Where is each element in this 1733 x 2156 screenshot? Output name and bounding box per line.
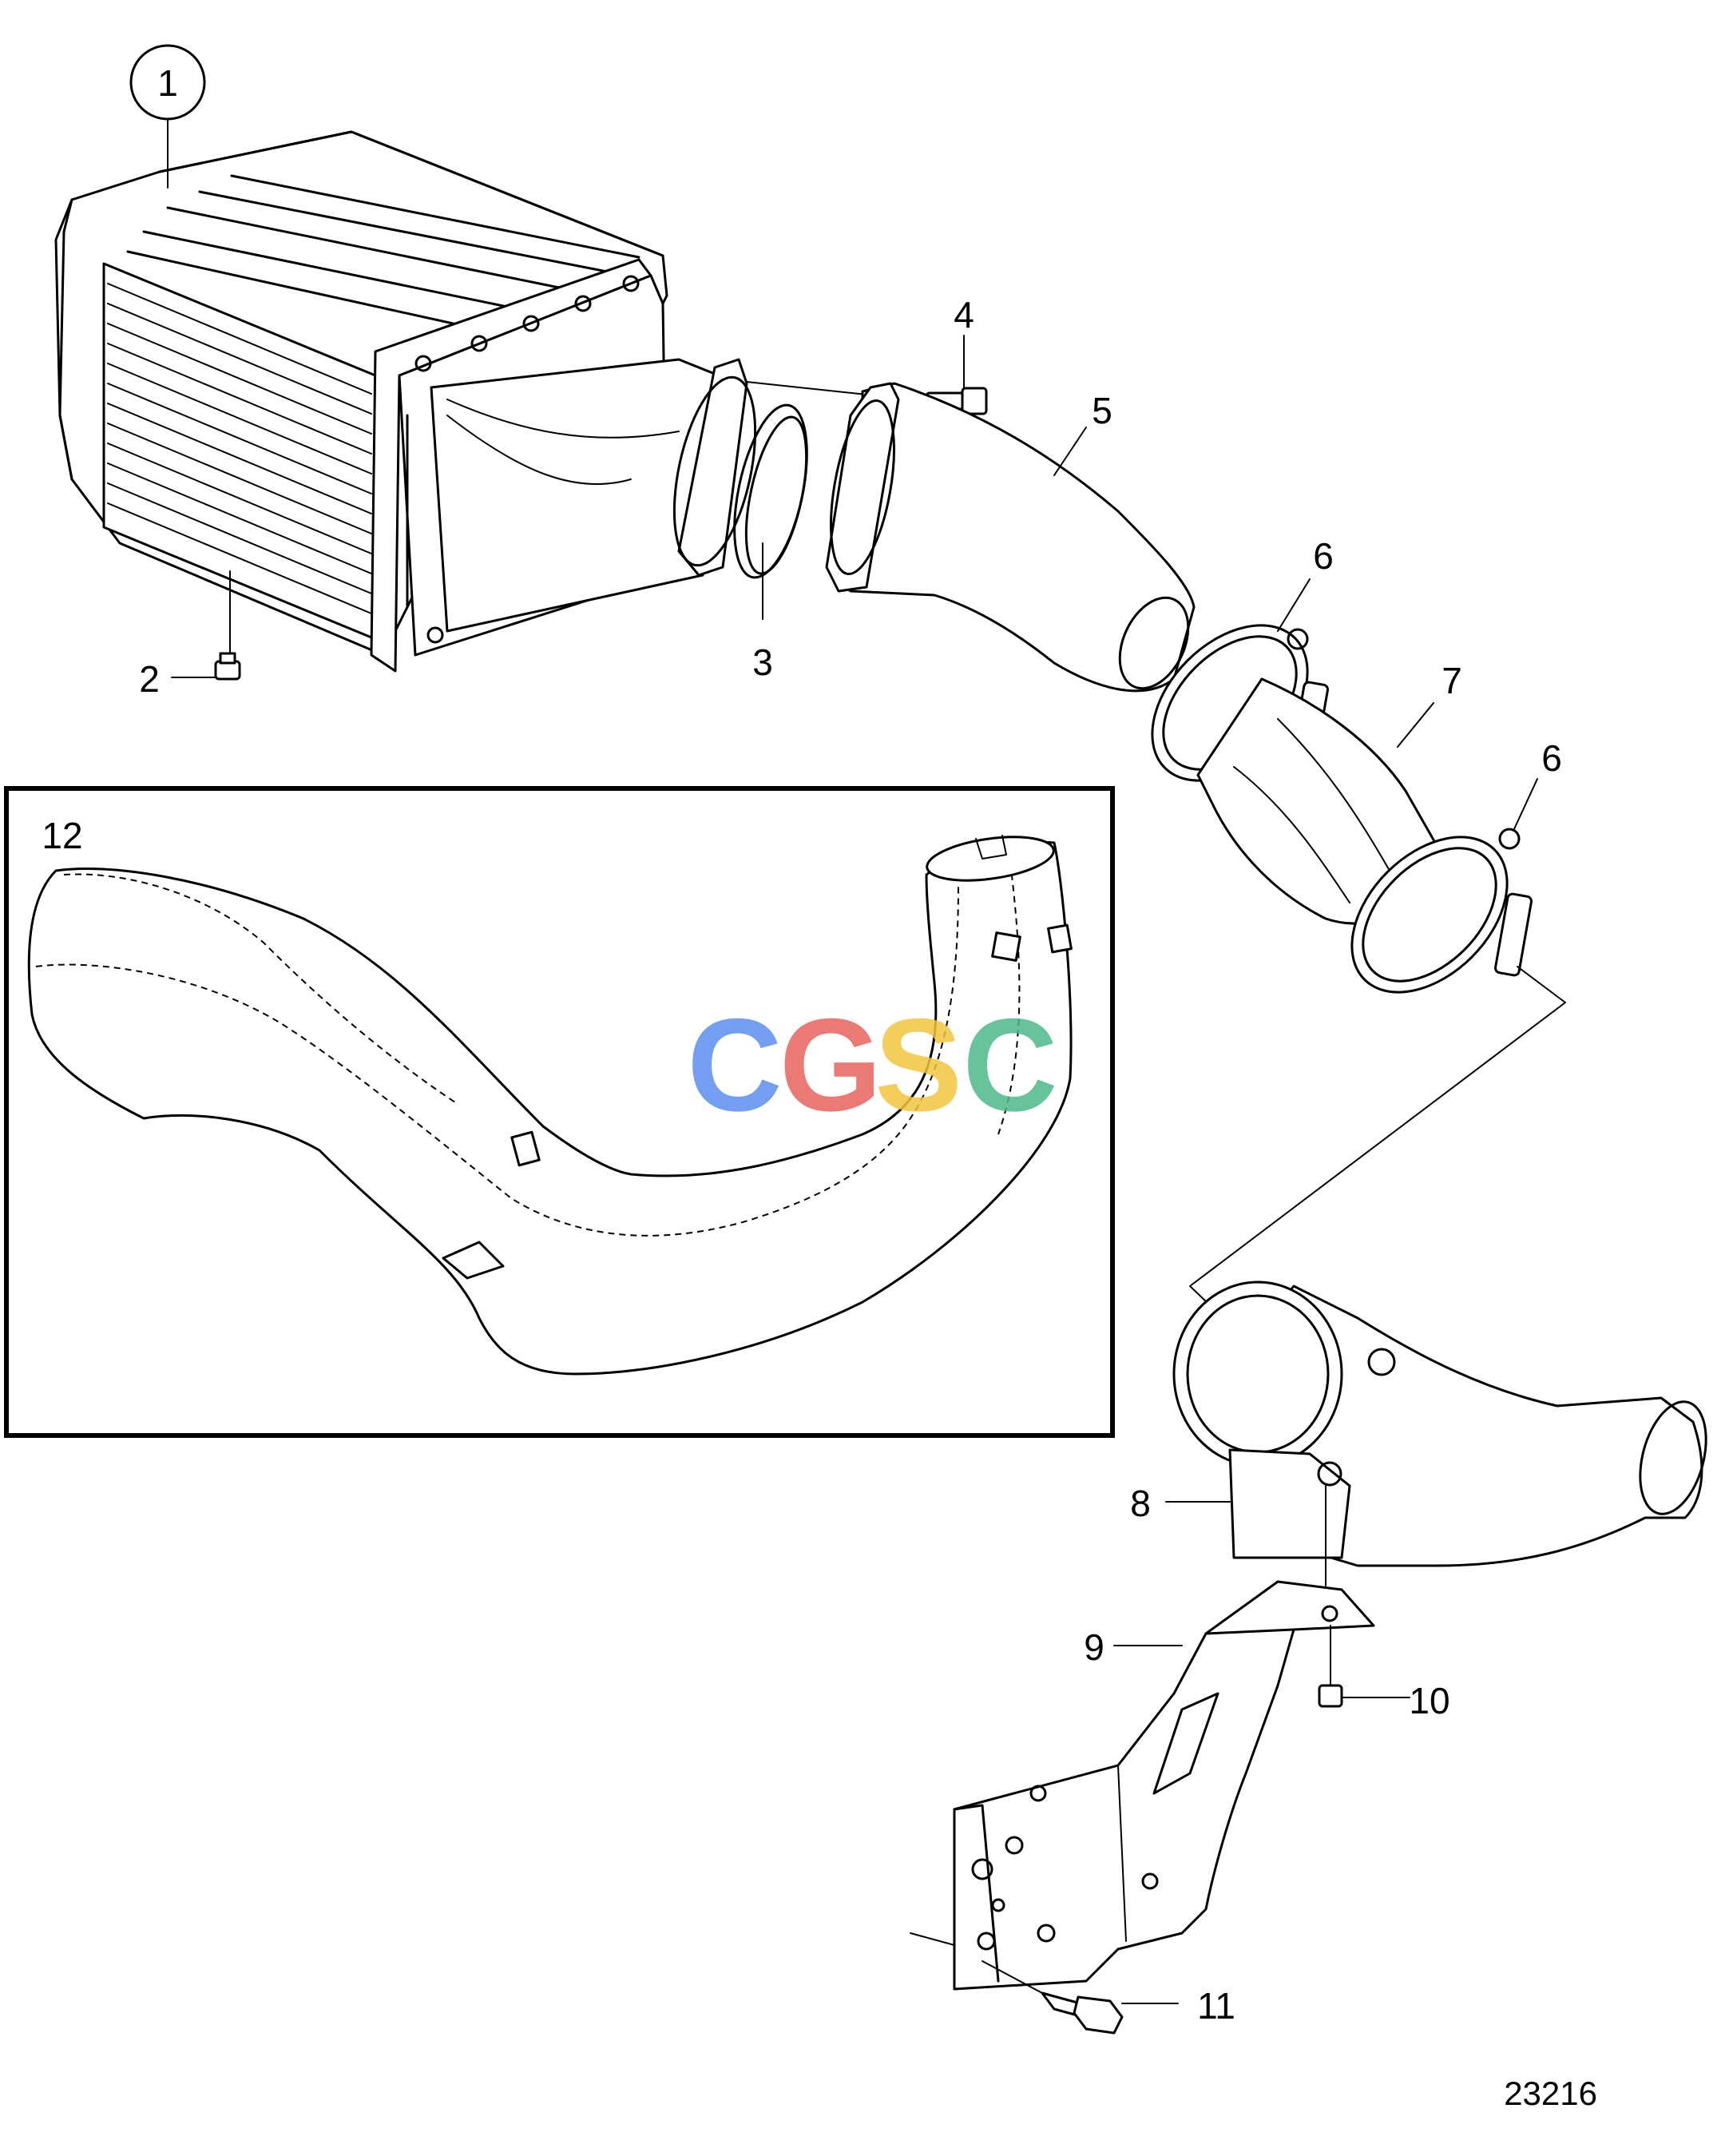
flange-and-o-ring xyxy=(672,358,808,579)
flange-bolts xyxy=(414,275,640,644)
leader-lines xyxy=(167,119,1538,2004)
callout-6-lower: 6 xyxy=(1541,737,1562,779)
intercooler xyxy=(54,130,720,673)
flange-screw-10 xyxy=(1318,1625,1343,1708)
watermark-letter-1: C xyxy=(687,991,782,1138)
callout-1-text: 1 xyxy=(157,62,178,104)
intercooler-fins xyxy=(107,283,372,614)
watermark-letter-4: C xyxy=(962,991,1057,1138)
callout-1-circle xyxy=(129,44,206,121)
callout-11: 11 xyxy=(1197,1985,1235,2027)
callout-12: 12 xyxy=(42,815,82,856)
inset-frame xyxy=(4,786,1115,1438)
inlet-pipe xyxy=(1172,1280,1707,1586)
callout-2: 2 xyxy=(139,658,160,700)
drain-plug-2 xyxy=(214,652,241,681)
callout-1: 1 xyxy=(129,44,206,121)
hex-bolt-11 xyxy=(982,1960,1124,2035)
mounting-bracket xyxy=(910,1580,1375,1991)
callout-5: 5 xyxy=(1092,390,1112,431)
watermark-letter-2: G xyxy=(779,991,882,1138)
drawing-number: 23216 xyxy=(1504,2075,1597,2112)
callout-9: 9 xyxy=(1084,1626,1104,1668)
inset-pipe xyxy=(27,840,1073,1376)
callout-4: 4 xyxy=(954,294,974,336)
callout-10: 10 xyxy=(1409,1680,1449,1721)
callout-8: 8 xyxy=(1130,1483,1151,1524)
watermark-letter-3: S xyxy=(874,991,962,1138)
hose-clamp-lower xyxy=(1350,828,1533,994)
callout-6-upper: 6 xyxy=(1313,535,1334,577)
callout-7: 7 xyxy=(1442,660,1462,701)
callout-3: 3 xyxy=(752,641,773,683)
inset-12 xyxy=(4,786,1115,1438)
elbow-pipe xyxy=(825,382,1196,693)
watermark-logo: C G S C xyxy=(687,991,1057,1138)
intercooler-top-rails xyxy=(126,174,640,329)
